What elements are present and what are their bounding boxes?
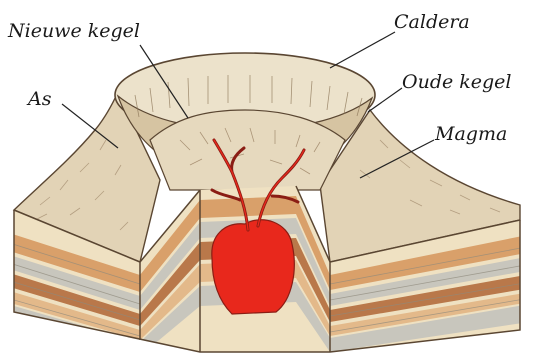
- label-as: As: [28, 90, 51, 109]
- leader-caldera: [330, 32, 395, 68]
- label-nieuwe-kegel: Nieuwe kegel: [8, 22, 140, 41]
- label-caldera: Caldera: [394, 13, 470, 32]
- label-magma: Magma: [435, 125, 507, 144]
- label-oude-kegel: Oude kegel: [402, 73, 512, 92]
